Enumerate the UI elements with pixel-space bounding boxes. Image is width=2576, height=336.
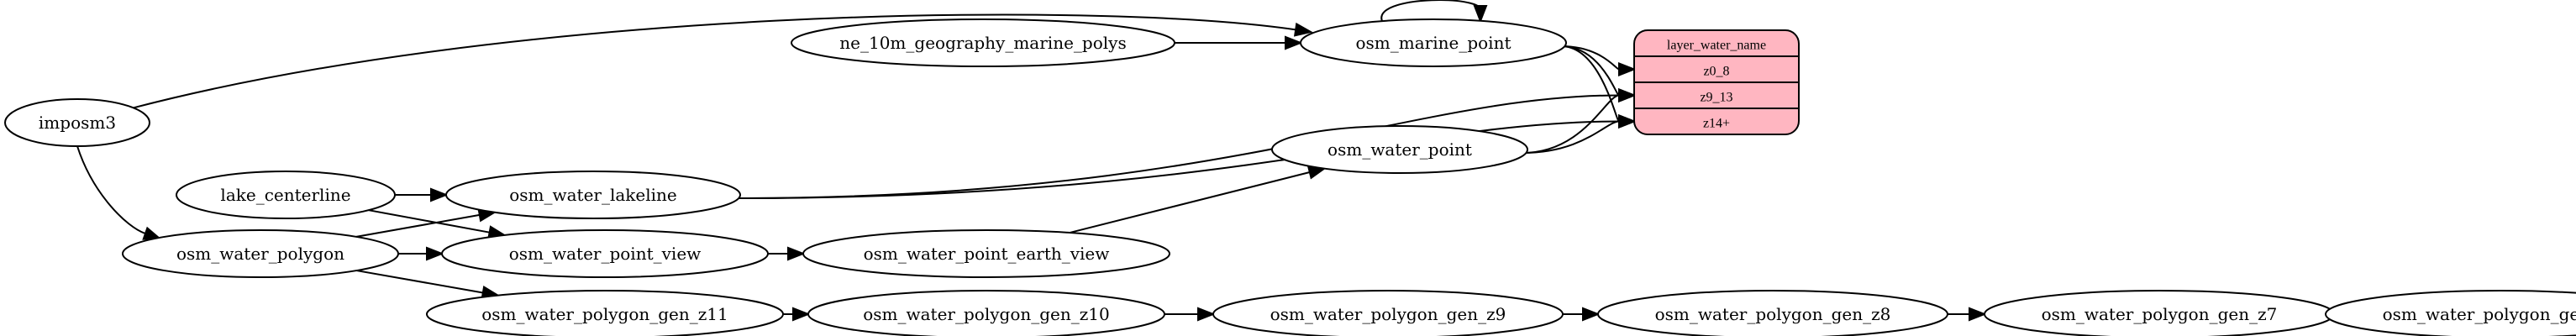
edge-osm-water-point-to-layer-water-name-z14plus <box>1522 114 1637 154</box>
node-shape <box>441 229 769 278</box>
node-osm-water-polygon-gen-z10: osm_water_polygon_gen_z10 <box>807 290 1165 336</box>
edge-lake-centerline-to-osm-water-lakeline <box>394 187 449 202</box>
arrowhead <box>1618 62 1637 76</box>
node-shape <box>802 229 1170 278</box>
node-label: osm_water_lakeline <box>509 185 677 205</box>
edge-line <box>1560 45 1620 71</box>
node-imposm3: imposm3 <box>4 98 150 147</box>
edge-osm-water-point-view-to-osm-water-point-earth-view <box>768 246 806 261</box>
node-shape <box>791 18 1175 67</box>
node-osm-water-point-view: osm_water_point_view <box>441 229 769 278</box>
arrowhead <box>787 246 806 261</box>
edge-line <box>356 270 484 294</box>
arrowhead <box>1473 5 1488 24</box>
node-osm-water-polygon: osm_water_polygon <box>122 229 399 278</box>
node-shape <box>176 171 396 219</box>
node-osm-water-polygon-gen-z9: osm_water_polygon_gen_z9 <box>1212 290 1564 336</box>
node-shape <box>4 98 150 147</box>
record-title: layer_water_name <box>1667 39 1766 53</box>
node-osm-water-point-earth-view: osm_water_point_earth_view <box>802 229 1170 278</box>
arrowhead <box>1618 88 1637 102</box>
node-osm-water-polygon-gen-z11: osm_water_polygon_gen_z11 <box>426 290 784 336</box>
edge-osm-marine-point-to-osm-marine-point <box>1380 0 1488 24</box>
node-osm-water-lakeline: osm_water_lakeline <box>445 171 741 219</box>
edge-line <box>1069 171 1311 234</box>
edge-line <box>1522 94 1620 154</box>
arrowhead <box>1582 307 1601 322</box>
edge-line <box>121 13 1296 112</box>
node-osm-water-point: osm_water_point <box>1271 125 1528 174</box>
node-shape <box>426 290 784 336</box>
edge-imposm3-to-osm-marine-point <box>121 13 1313 112</box>
node-shape <box>2325 290 2576 336</box>
node-label: osm_water_polygon_gen_z8 <box>1655 304 1891 324</box>
arrowhead <box>1285 35 1303 50</box>
node-osm-water-polygon-gen-z7: osm_water_polygon_gen_z7 <box>1984 290 2335 336</box>
node-shape <box>1597 290 1948 336</box>
edges-layer <box>76 0 2342 322</box>
arrowhead <box>426 246 444 261</box>
edge-osm-water-point-to-layer-water-name-z9-13 <box>1522 88 1637 154</box>
node-label: osm_water_point_view <box>509 244 702 264</box>
edge-osm-water-polygon-to-osm-water-polygon-gen-z11 <box>356 270 501 300</box>
edge-line <box>355 213 481 238</box>
node-shape <box>445 171 741 219</box>
node-label: osm_water_polygon_gen_z7 <box>2042 304 2278 324</box>
node-ne-marine: ne_10m_geography_marine_polys <box>791 18 1175 67</box>
node-label: imposm3 <box>39 113 116 133</box>
edge-osm-water-polygon-gen-z11-to-osm-water-polygon-gen-z10 <box>782 307 811 322</box>
arrowhead <box>430 187 449 202</box>
arrowhead <box>1293 22 1313 37</box>
edge-line <box>368 209 490 234</box>
edge-line <box>76 145 146 234</box>
node-label: osm_water_polygon_gen_z6 <box>2383 304 2576 324</box>
node-label: osm_marine_point <box>1356 33 1511 53</box>
node-label: osm_water_point_earth_view <box>864 244 1110 264</box>
node-shape <box>122 229 399 278</box>
arrowhead <box>1969 307 1987 322</box>
record-field-z9-13: z9_13 <box>1700 91 1732 105</box>
arrowhead <box>1618 114 1637 129</box>
node-osm-marine-point: osm_marine_point <box>1300 18 1567 67</box>
edge-line <box>1522 120 1620 154</box>
edge-imposm3-to-osm-water-polygon <box>76 145 162 240</box>
node-shape <box>807 290 1165 336</box>
nodes-layer: imposm3 ne_10m_geography_marine_polys osm_… <box>4 18 2576 336</box>
node-osm-water-polygon-gen-z8: osm_water_polygon_gen_z8 <box>1597 290 1948 336</box>
node-label: osm_water_polygon <box>176 244 344 264</box>
edge-line <box>1560 45 1620 123</box>
edge-osm-water-polygon-to-osm-water-lakeline <box>355 207 497 238</box>
node-label: osm_water_point <box>1327 139 1472 160</box>
arrowhead <box>1197 307 1216 322</box>
edge-osm-water-polygon-to-osm-water-point-view <box>398 246 444 261</box>
node-label: lake_centerline <box>220 185 350 205</box>
edge-osm-water-polygon-gen-z9-to-osm-water-polygon-gen-z8 <box>1562 307 1601 322</box>
arrowhead <box>792 307 811 322</box>
node-label: ne_10m_geography_marine_polys <box>839 33 1126 53</box>
node-osm-water-polygon-gen-z6: osm_water_polygon_gen_z6 <box>2325 290 2576 336</box>
edge-ne-marine-to-osm-marine-point <box>1175 35 1303 50</box>
record-field-z14plus: z14+ <box>1703 117 1730 131</box>
edge-line <box>1560 45 1620 97</box>
layer-water-name-record: layer_water_name z0_8 z9_13 z14+ <box>1633 29 1800 135</box>
record-field-z0-8: z0_8 <box>1703 65 1729 79</box>
node-shape <box>1300 18 1567 67</box>
node-shape <box>1212 290 1564 336</box>
edge-osm-water-polygon-gen-z8-to-osm-water-polygon-gen-z7 <box>1947 307 1987 322</box>
node-label: osm_water_polygon_gen_z10 <box>863 304 1110 324</box>
node-shape <box>1271 125 1528 174</box>
node-lake-centerline: lake_centerline <box>176 171 396 219</box>
node-label: osm_water_polygon_gen_z9 <box>1270 304 1506 324</box>
node-label: osm_water_polygon_gen_z11 <box>481 304 728 324</box>
edge-osm-water-polygon-gen-z10-to-osm-water-polygon-gen-z9 <box>1164 307 1216 322</box>
